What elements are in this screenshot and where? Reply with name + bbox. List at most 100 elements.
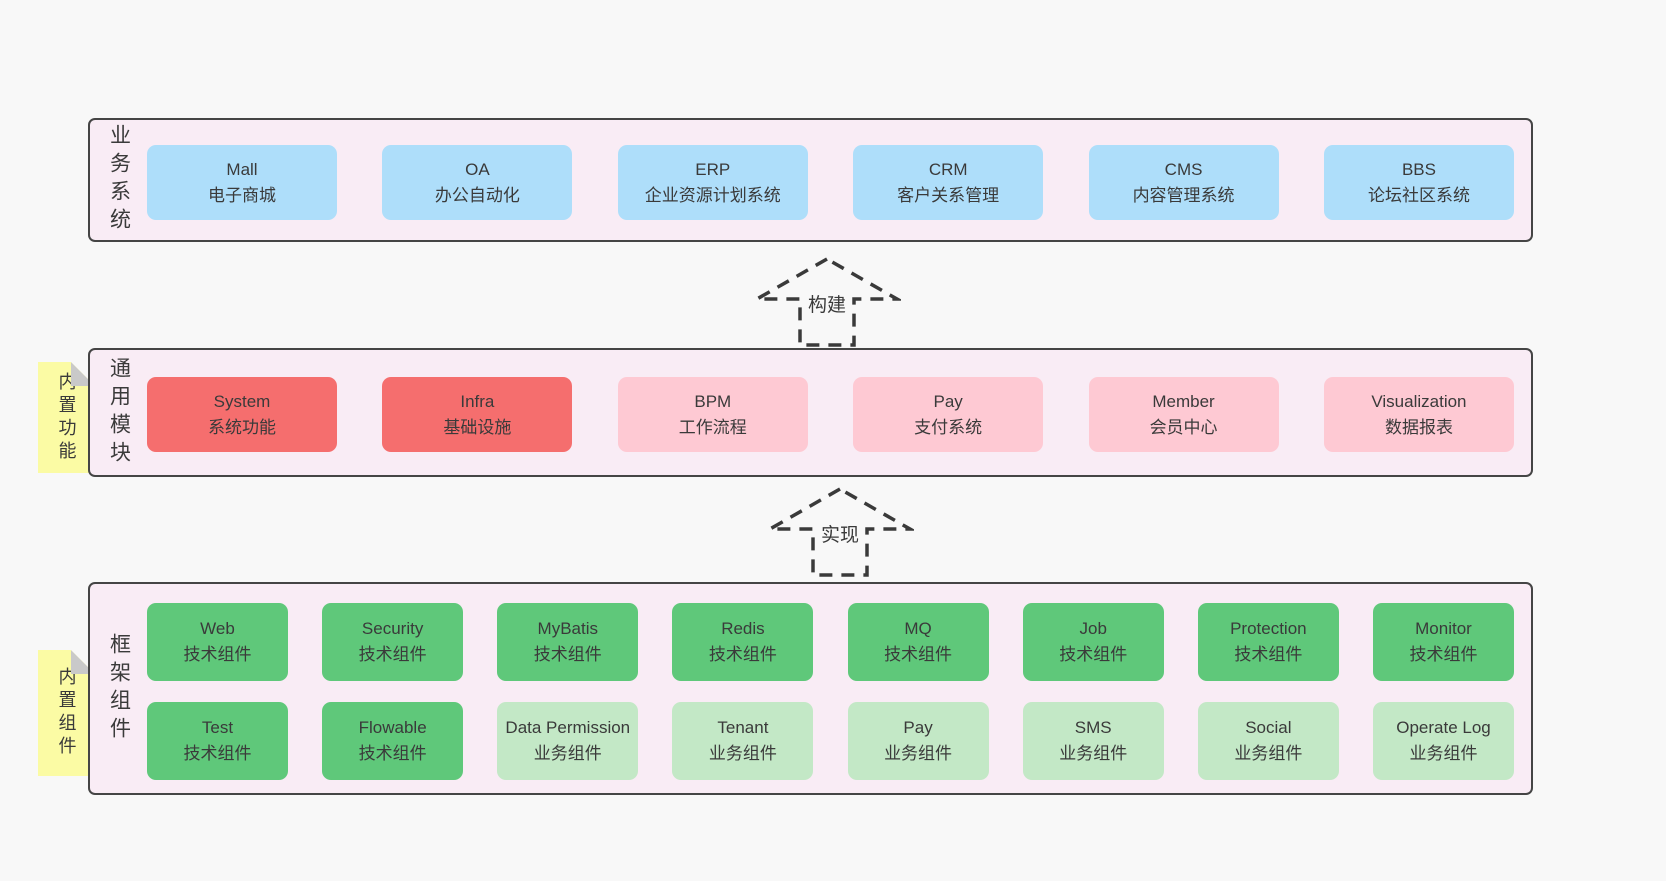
- box-title: BPM: [694, 391, 732, 411]
- box-subtitle: 技术组件: [1059, 645, 1128, 664]
- box-title: Monitor: [1415, 619, 1472, 638]
- box-title: Social: [1245, 718, 1292, 737]
- box-title: System: [213, 391, 271, 411]
- box-redis: Redis 技术组件: [672, 603, 814, 681]
- box-oa: OA 办公自动化: [382, 145, 573, 220]
- framework-components-row-2: Test 技术组件 Flowable 技术组件 Data Permission …: [147, 702, 1514, 780]
- box-title: OA: [465, 159, 490, 179]
- box-flowable: Flowable 技术组件: [322, 702, 464, 780]
- box-subtitle: 办公自动化: [434, 185, 520, 205]
- box-subtitle: 技术组件: [358, 744, 427, 763]
- box-subtitle: 会员中心: [1149, 417, 1218, 437]
- implement-arrow-label: 实现: [821, 524, 859, 546]
- box-title: Flowable: [358, 718, 427, 737]
- box-subtitle: 工作流程: [678, 417, 747, 437]
- box-title: SMS: [1074, 718, 1112, 737]
- box-visualization: Visualization 数据报表: [1323, 377, 1514, 452]
- panel-common-modules: 通用模块 System 系统功能 Infra 基础设施 BPM 工作流程 Pay…: [88, 348, 1533, 477]
- box-crm: CRM 客户关系管理: [853, 145, 1044, 220]
- box-subtitle: 技术组件: [183, 645, 252, 664]
- box-tenant: Tenant 业务组件: [672, 702, 814, 780]
- box-mq: MQ 技术组件: [847, 603, 989, 681]
- box-cms: CMS 内容管理系统: [1088, 145, 1279, 220]
- sticky-note-builtin-components: 内置组件: [38, 650, 95, 776]
- box-security: Security 技术组件: [322, 603, 464, 681]
- build-arrow-icon: 构建: [753, 256, 901, 347]
- panel-framework-components: 框架组件 Web 技术组件 Security 技术组件 MyBatis 技术组件…: [88, 582, 1533, 795]
- box-erp: ERP 企业资源计划系统: [617, 145, 808, 220]
- box-infra: Infra 基础设施: [382, 377, 573, 452]
- box-subtitle: 技术组件: [358, 645, 427, 664]
- panel-label-business-systems: 业务系统: [107, 124, 131, 236]
- box-subtitle: 技术组件: [183, 744, 252, 763]
- box-web: Web 技术组件: [147, 603, 288, 681]
- box-data-permission: Data Permission 业务组件: [497, 702, 639, 780]
- box-operate-log: Operate Log 业务组件: [1372, 702, 1514, 780]
- box-subtitle: 数据报表: [1384, 417, 1453, 437]
- box-subtitle: 论坛社区系统: [1367, 185, 1470, 205]
- box-title: Web: [200, 619, 235, 638]
- box-subtitle: 支付系统: [914, 417, 983, 437]
- box-subtitle: 技术组件: [533, 645, 602, 664]
- panel-label-framework-components: 框架组件: [107, 632, 131, 745]
- build-arrow-label: 构建: [808, 294, 846, 316]
- box-title: Operate Log: [1396, 718, 1491, 737]
- box-title: Visualization: [1371, 391, 1467, 411]
- box-subtitle: 基础设施: [443, 417, 512, 437]
- box-title: Member: [1152, 391, 1215, 411]
- box-title: Security: [361, 619, 424, 638]
- box-title: MQ: [904, 619, 932, 638]
- panel-label-common-modules: 通用模块: [107, 356, 131, 469]
- box-title: Tenant: [717, 718, 769, 737]
- box-subtitle: 电子商城: [208, 185, 276, 205]
- panel-business-systems: 业务系统 Mall 电子商城 OA 办公自动化 ERP 企业资源计划系统 CRM…: [88, 118, 1533, 242]
- box-subtitle: 业务组件: [708, 744, 777, 763]
- sticky-label: 内置功能: [56, 371, 77, 464]
- box-subtitle: 技术组件: [1234, 645, 1303, 664]
- box-sms: SMS 业务组件: [1022, 702, 1164, 780]
- box-subtitle: 业务组件: [1409, 744, 1478, 763]
- box-title: Data Permission: [505, 718, 631, 737]
- box-pay-module: Pay 支付系统: [853, 377, 1044, 452]
- box-title: Job: [1079, 619, 1107, 638]
- box-subtitle: 内容管理系统: [1132, 185, 1235, 205]
- implement-arrow-icon: 实现: [766, 486, 914, 577]
- box-title: Pay: [933, 391, 963, 411]
- box-test: Test 技术组件: [147, 702, 288, 780]
- framework-components-row-1: Web 技术组件 Security 技术组件 MyBatis 技术组件 Redi…: [147, 603, 1514, 681]
- box-subtitle: 企业资源计划系统: [644, 185, 781, 205]
- box-title: Redis: [721, 619, 765, 638]
- box-monitor: Monitor 技术组件: [1372, 603, 1514, 681]
- box-title: Protection: [1230, 619, 1307, 638]
- box-subtitle: 技术组件: [1409, 645, 1478, 664]
- box-protection: Protection 技术组件: [1197, 603, 1339, 681]
- box-subtitle: 技术组件: [884, 645, 953, 664]
- sticky-label: 内置组件: [56, 667, 77, 759]
- box-title: Infra: [460, 391, 495, 411]
- box-title: Test: [201, 718, 234, 737]
- box-mall: Mall 电子商城: [147, 145, 337, 220]
- box-title: ERP: [695, 159, 731, 179]
- box-title: CRM: [928, 159, 968, 179]
- business-systems-row: Mall 电子商城 OA 办公自动化 ERP 企业资源计划系统 CRM 客户关系…: [147, 145, 1514, 220]
- box-system: System 系统功能: [147, 377, 337, 452]
- box-title: CMS: [1164, 159, 1203, 179]
- common-modules-row: System 系统功能 Infra 基础设施 BPM 工作流程 Pay 支付系统…: [147, 377, 1514, 452]
- box-subtitle: 业务组件: [1234, 744, 1303, 763]
- box-bbs: BBS 论坛社区系统: [1323, 145, 1514, 220]
- box-mybatis: MyBatis 技术组件: [497, 603, 639, 681]
- box-title: Mall: [226, 159, 258, 179]
- box-title: MyBatis: [537, 619, 599, 638]
- box-title: Pay: [903, 718, 933, 737]
- box-member: Member 会员中心: [1088, 377, 1279, 452]
- box-subtitle: 业务组件: [1059, 744, 1128, 763]
- box-pay-component: Pay 业务组件: [847, 702, 989, 780]
- box-subtitle: 业务组件: [884, 744, 953, 763]
- box-subtitle: 系统功能: [208, 417, 276, 437]
- box-subtitle: 客户关系管理: [897, 185, 1000, 205]
- sticky-note-builtin-features: 内置功能: [38, 362, 95, 473]
- box-subtitle: 业务组件: [533, 744, 602, 763]
- box-social: Social 业务组件: [1197, 702, 1339, 780]
- box-title: BBS: [1401, 159, 1436, 179]
